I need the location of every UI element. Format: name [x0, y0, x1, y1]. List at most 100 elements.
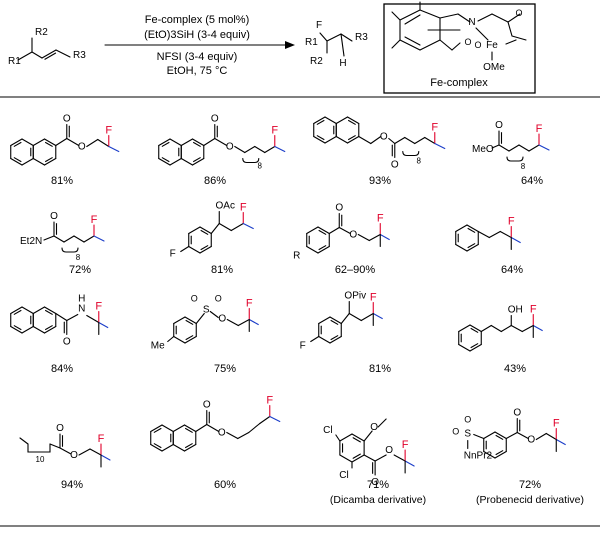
ring-double-bond: [200, 229, 209, 235]
ring-bond: [317, 226, 330, 235]
bond: [310, 335, 320, 343]
fluorine-label: F: [377, 213, 384, 225]
ring-double-bond: [470, 343, 479, 349]
r2-label: R2: [35, 27, 48, 38]
ring-bond: [173, 316, 186, 325]
ring-bond: [21, 157, 34, 166]
oxygen-label: O: [226, 142, 234, 153]
bond: [335, 434, 341, 442]
bond: [73, 235, 85, 243]
bond: [49, 443, 61, 449]
ring-bond: [173, 335, 186, 344]
bond: [97, 138, 110, 148]
oac-label: OAc: [216, 201, 235, 212]
ring-double-bond: [495, 434, 504, 440]
bond: [516, 431, 529, 440]
ring-double-bond: [467, 243, 476, 249]
oxygen-label: O: [50, 211, 58, 222]
dipropylamino-label: NnPr2: [464, 451, 493, 462]
oxygen-label: O: [370, 422, 378, 433]
ring-bond: [183, 424, 197, 433]
ring-bond: [21, 325, 34, 334]
bond: [500, 324, 512, 333]
bond: [340, 33, 353, 42]
product-r2-label: R2: [310, 56, 323, 67]
methyl-bond: [100, 454, 111, 461]
ring-bond: [191, 157, 205, 166]
ring-bond: [10, 138, 23, 147]
methyl-bond: [269, 415, 281, 423]
yield-label: 62–90%: [335, 264, 376, 276]
ring-bond: [191, 138, 205, 147]
ring-bond: [32, 306, 46, 315]
yield-label: 86%: [204, 175, 226, 187]
bond: [17, 51, 33, 61]
bond: [388, 137, 396, 145]
methyl-bond: [248, 318, 259, 326]
ring-bond: [161, 424, 174, 433]
methyl-bond: [242, 222, 254, 230]
catalyst-caption: Fe-complex: [430, 77, 488, 89]
yield-label: 60%: [214, 479, 236, 491]
ring-double-bond: [352, 453, 361, 459]
ring-double-bond: [352, 437, 361, 443]
ring-bond: [339, 454, 353, 463]
ring-bond: [10, 325, 23, 334]
oxygen-label: O: [63, 114, 71, 125]
ring-double-bond: [495, 450, 504, 456]
ring-double-bond: [330, 335, 339, 341]
ring-bond: [455, 243, 468, 252]
ring-double-bond: [318, 229, 327, 235]
oxygen-label: O: [495, 120, 503, 131]
bond: [328, 226, 340, 235]
catalyst-box: [383, 3, 536, 94]
bond: [203, 137, 216, 147]
bond: [66, 313, 79, 322]
ring-bond: [199, 226, 212, 235]
repeat-count: 8: [521, 162, 526, 171]
ring-double-bond: [45, 157, 53, 163]
bond: [195, 423, 208, 433]
product-f-label: F: [316, 20, 322, 31]
yield-label: 94%: [61, 479, 83, 491]
ring-bond: [466, 243, 479, 252]
bond: [518, 144, 530, 152]
bond: [167, 335, 175, 343]
yield-label: 72%: [519, 479, 541, 491]
r3-label: R3: [73, 50, 86, 61]
oxygen-label: O: [335, 203, 343, 214]
bond: [210, 222, 220, 235]
ring-bond: [43, 157, 57, 166]
ring-bond: [21, 306, 34, 315]
ring-double-bond: [185, 319, 194, 325]
yield-label: 75%: [214, 363, 236, 375]
bond: [53, 235, 65, 243]
oxygen-label: O: [203, 400, 211, 411]
reagent-silane: (EtO)3SiH (3-4 equiv): [144, 29, 250, 41]
oxygen-label: O: [452, 427, 459, 437]
bond: [31, 51, 43, 59]
bond: [491, 13, 509, 23]
ring-bond: [351, 433, 365, 442]
hydroxyl-label: OH: [508, 305, 523, 316]
yield-label: 81%: [51, 175, 73, 187]
ring-double-bond: [193, 157, 201, 163]
bond: [338, 226, 351, 235]
catalyst-o-label: O: [515, 8, 522, 18]
ring-double-bond: [470, 327, 479, 333]
oxygen-label: O: [63, 337, 71, 348]
ring-double-bond: [316, 119, 325, 125]
bond: [358, 135, 372, 145]
bond: [206, 423, 220, 433]
methyl-bond: [108, 145, 120, 153]
bond: [59, 447, 72, 455]
bond: [424, 136, 436, 145]
oxygen-label: O: [218, 428, 226, 439]
fluorine-label: F: [266, 395, 273, 407]
ring-double-bond: [45, 309, 53, 315]
ring-double-bond: [153, 443, 162, 449]
bond: [473, 433, 485, 440]
fluorine-label: F: [300, 341, 306, 352]
ring-bond: [169, 138, 182, 147]
yield-label: 81%: [211, 264, 233, 276]
